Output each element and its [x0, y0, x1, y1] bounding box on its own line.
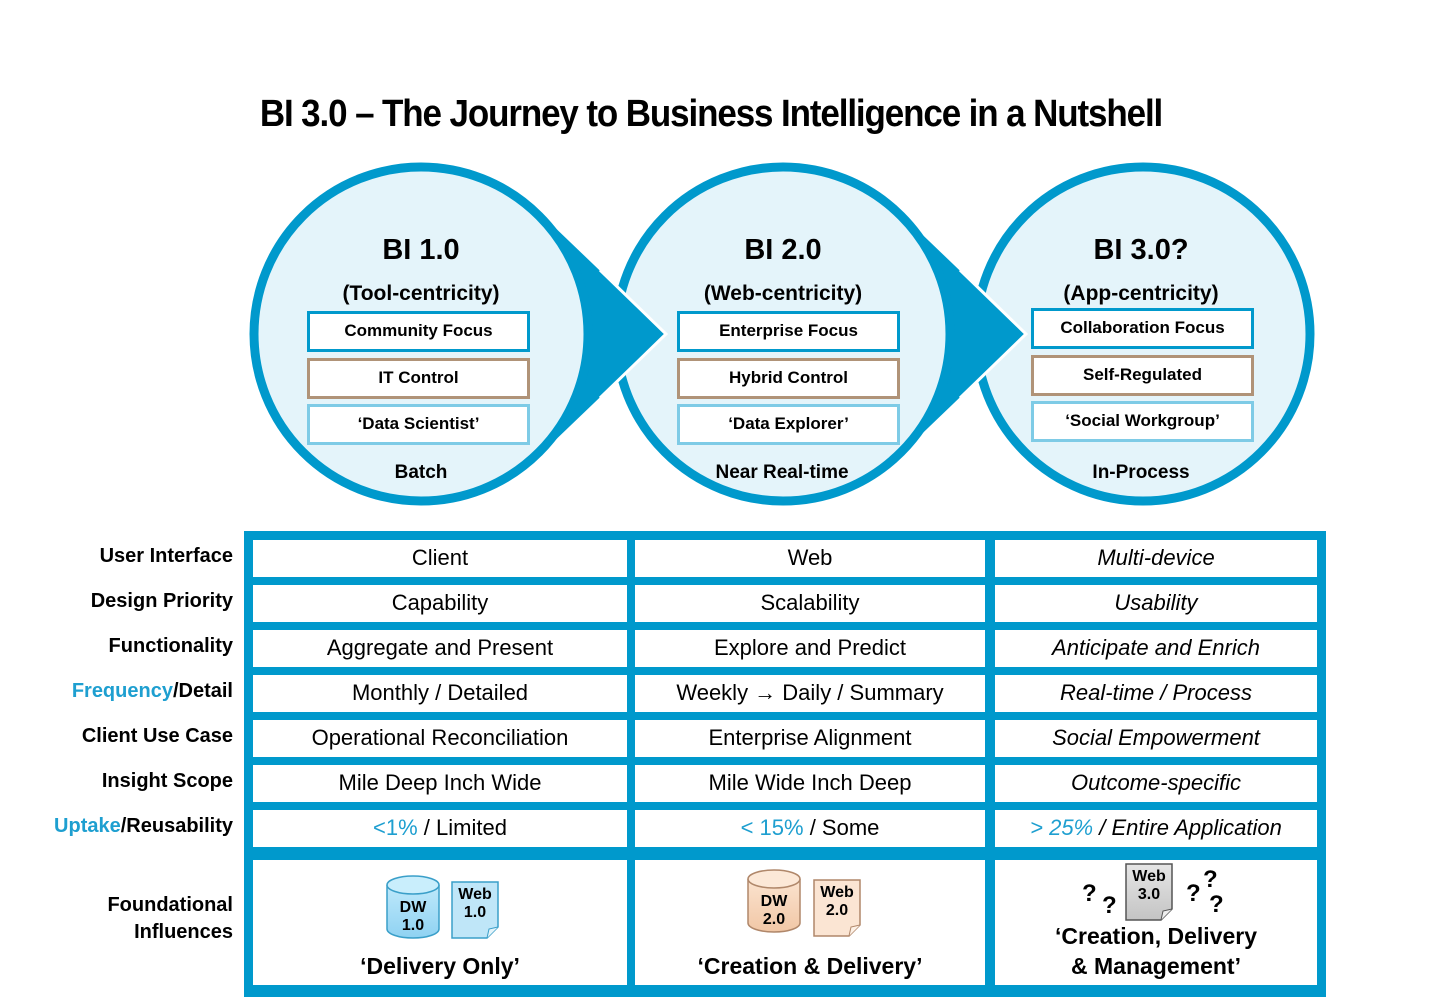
web-page-icon	[1125, 863, 1173, 921]
dw-label-line: 1.0	[401, 917, 425, 934]
stage-3-persona-box: ‘Social Workgroup’	[1031, 401, 1254, 442]
stage-2-title: BI 2.0	[744, 234, 822, 266]
table-cell: Social Empowerment	[995, 720, 1317, 757]
table-cell: Multi-device	[995, 540, 1317, 577]
table-cell: > 25% / Entire Application	[995, 810, 1317, 847]
stage-1-timing: Batch	[394, 462, 448, 483]
foundational-caption: ‘Delivery Only’	[360, 953, 520, 979]
table-cell: Mile Deep Inch Wide	[253, 765, 627, 802]
table-cell: Anticipate and Enrich	[995, 630, 1317, 667]
row-label-rest: /Reusability	[120, 815, 233, 837]
row-label-user-interface: User Interface	[99, 545, 233, 567]
row-label-uptake-reusability: Uptake/Reusability	[54, 815, 233, 838]
uptake-value: <1%	[373, 815, 418, 840]
web-label-line: Web	[458, 886, 492, 903]
web-label-line: 1.0	[463, 904, 487, 921]
row-label-accent: Frequency	[71, 680, 173, 702]
web-page-icon	[813, 879, 861, 937]
table-cell: Monthly / Detailed	[253, 675, 627, 712]
foundational-caption: ‘Creation & Delivery’	[697, 953, 923, 979]
table-cell: Weekly → Daily / Summary	[635, 675, 985, 712]
table-cell: Web	[635, 540, 985, 577]
table-cell: Outcome-specific	[995, 765, 1317, 802]
row-label-design-priority: Design Priority	[90, 590, 233, 612]
web-page-icon	[451, 881, 499, 939]
stage-2-persona-box: ‘Data Explorer’	[677, 404, 900, 445]
stage-3-control-box: Self-Regulated	[1031, 355, 1254, 396]
foundational-caption: ‘Creation, Delivery & Management’	[995, 921, 1317, 981]
stage-1-persona-box: ‘Data Scientist’	[307, 404, 530, 445]
question-mark-icon: ?	[1082, 880, 1097, 907]
table-cell: Operational Reconciliation	[253, 720, 627, 757]
question-mark-icon: ?	[1186, 880, 1201, 907]
table-cell: Capability	[253, 585, 627, 622]
caption-line: ‘Creation, Delivery	[1055, 923, 1257, 949]
table-cell: Scalability	[635, 585, 985, 622]
table-cell: <1% / Limited	[253, 810, 627, 847]
page-title: BI 3.0 – The Journey to Business Intelli…	[259, 93, 1163, 135]
row-label-insight-scope: Insight Scope	[101, 770, 233, 792]
row-label-client-use-case: Client Use Case	[81, 725, 233, 747]
reusability-value: / Entire Application	[1093, 815, 1282, 840]
database-icon	[747, 869, 801, 933]
dw-label-line: DW	[760, 893, 788, 910]
stage-2-subtitle: (Web-centricity)	[703, 282, 863, 305]
uptake-value: > 25%	[1030, 815, 1094, 840]
table-cell: Usability	[995, 585, 1317, 622]
comparison-table: Client Web Multi-device Capability Scala…	[244, 531, 1326, 997]
stage-2-control-box: Hybrid Control	[677, 358, 900, 399]
row-label-rest: /Detail	[172, 680, 233, 702]
stage-3-focus-box: Collaboration Focus	[1031, 308, 1254, 349]
stage-1-title: BI 1.0	[382, 234, 460, 266]
dw-label-line: DW	[399, 899, 427, 916]
row-label-accent: Uptake	[54, 815, 121, 837]
row-label-line: Influences	[134, 921, 233, 943]
database-icon	[386, 875, 440, 939]
table-cell: Real-time / Process	[995, 675, 1317, 712]
stage-3-title: BI 3.0?	[1093, 234, 1189, 266]
stage-2-focus-box: Enterprise Focus	[677, 311, 900, 352]
table-cell: Client	[253, 540, 627, 577]
stage-3-timing: In-Process	[1092, 462, 1190, 483]
reusability-value: / Limited	[417, 815, 507, 840]
table-cell: Explore and Predict	[635, 630, 985, 667]
caption-line: & Management’	[1071, 953, 1241, 979]
stage-3-subtitle: (App-centricity)	[1063, 282, 1219, 305]
dw-label-line: 2.0	[762, 911, 786, 928]
table-cell: Enterprise Alignment	[635, 720, 985, 757]
row-label-frequency-detail: Frequency/Detail	[72, 680, 233, 703]
stage-2-timing: Near Real-time	[715, 462, 849, 483]
stage-1-control-box: IT Control	[307, 358, 530, 399]
web-label-line: 2.0	[825, 902, 849, 919]
question-mark-icon: ?	[1102, 892, 1117, 919]
row-label-line: Foundational	[107, 894, 233, 916]
reusability-value: / Some	[803, 815, 880, 840]
table-cell: Mile Wide Inch Deep	[635, 765, 985, 802]
table-cell: < 15% / Some	[635, 810, 985, 847]
web-label-line: 3.0	[1137, 886, 1161, 903]
stage-1-subtitle: (Tool-centricity)	[342, 282, 500, 305]
stage-1-focus-box: Community Focus	[307, 311, 530, 352]
row-label-functionality: Functionality	[108, 635, 233, 657]
uptake-value: < 15%	[740, 815, 804, 840]
question-mark-icon: ?	[1209, 891, 1224, 918]
question-mark-icon: ?	[1203, 866, 1218, 893]
web-label-line: Web	[820, 884, 854, 901]
web-label-line: Web	[1132, 868, 1166, 885]
table-cell: Aggregate and Present	[253, 630, 627, 667]
